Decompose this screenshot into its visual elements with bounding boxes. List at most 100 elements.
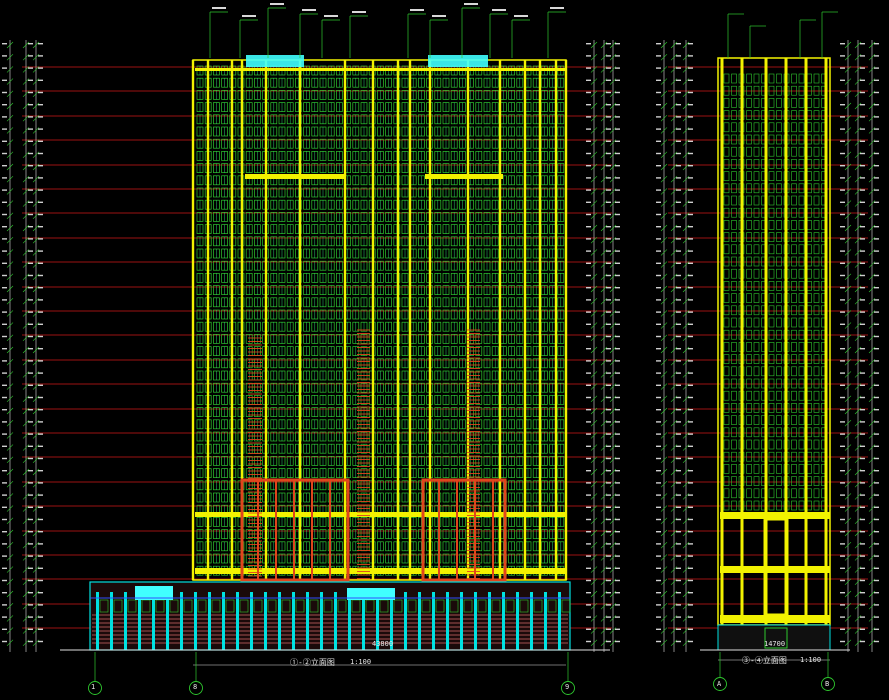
dimension-text-mark: [586, 287, 591, 289]
dimension-text-mark: [860, 311, 865, 313]
dimension-tick: [6, 444, 14, 451]
dimension-tick: [590, 297, 598, 305]
dimension-text-mark: [615, 299, 620, 301]
dimension-text-mark: [2, 55, 7, 57]
dimension-text-mark: [615, 323, 620, 325]
dimension-text-mark: [606, 470, 611, 472]
dimension-text-mark: [586, 323, 591, 325]
dimension-text-mark: [840, 299, 845, 301]
dimension-tick: [660, 127, 668, 134]
dimension-text-mark: [38, 165, 43, 167]
dimension-text-mark: [586, 201, 591, 203]
dimension-tick: [590, 358, 598, 366]
dimension-text-mark: [860, 409, 865, 411]
dimension-tick: [660, 90, 668, 98]
dimension-text-mark: [586, 335, 591, 338]
dimension-text-mark: [860, 104, 865, 106]
dimension-text-mark: [615, 79, 620, 81]
dimension-tick: [660, 407, 668, 415]
dimension-text-mark: [28, 470, 33, 472]
dimension-text-mark: [28, 433, 33, 435]
dimension-text-mark: [676, 189, 681, 191]
dimension-text-mark: [606, 311, 611, 313]
dimension-text-mark: [676, 482, 681, 484]
dimension-text-mark: [860, 43, 865, 45]
dimension-text-mark: [38, 226, 43, 228]
dimension-tick: [590, 273, 598, 281]
dimension-text-mark: [874, 116, 879, 118]
dimension-text-mark: [840, 372, 845, 374]
dimension-text-mark: [586, 409, 591, 411]
dimension-tick: [660, 249, 668, 256]
dimension-text-mark: [656, 579, 661, 582]
dimension-text-mark: [860, 604, 865, 606]
dimension-text-mark: [688, 518, 693, 521]
dimension-text-mark: [2, 311, 7, 313]
dimension-text-mark: [656, 140, 661, 142]
dimension-text-mark: [615, 262, 620, 264]
dimension-text-mark: [688, 274, 693, 277]
dimension-tick: [590, 212, 598, 220]
dimension-text-mark: [2, 91, 7, 94]
dimension-text-mark: [840, 152, 845, 155]
dimension-text-mark: [874, 482, 879, 484]
dimension-text-mark: [840, 226, 845, 228]
dimension-tick: [844, 578, 852, 586]
dimension-text-mark: [615, 494, 620, 496]
dimension-text-mark: [38, 335, 43, 338]
dimension-text-mark: [2, 262, 7, 264]
dimension-text-mark: [28, 274, 33, 277]
dimension-text-mark: [38, 506, 43, 508]
dimension-text-mark: [606, 201, 611, 203]
dimension-text-mark: [586, 567, 591, 569]
dimension-tick: [590, 66, 598, 73]
dimension-text-mark: [840, 274, 845, 277]
dimension-tick: [660, 468, 668, 476]
dimension-text-mark: [676, 396, 681, 399]
dimension-tick: [660, 334, 668, 342]
dimension-tick: [6, 358, 14, 366]
dimension-text-mark: [860, 445, 865, 447]
dimension-text-mark: [840, 592, 845, 594]
dimension-text-mark: [586, 531, 591, 533]
dimension-text-mark: [840, 250, 845, 252]
dimension-text-mark: [688, 250, 693, 252]
dimension-tick: [590, 90, 598, 98]
dimension-text-mark: [28, 640, 33, 643]
dimension-text-mark: [874, 177, 879, 179]
dimension-text-mark: [606, 604, 611, 606]
dimension-text-mark: [874, 287, 879, 289]
dimension-text-mark: [606, 238, 611, 240]
dimension-tick: [660, 285, 668, 293]
dimension-tick: [844, 102, 852, 110]
dimension-text-mark: [688, 262, 693, 264]
dimension-text-mark: [840, 79, 845, 81]
dimension-text-mark: [860, 274, 865, 277]
dimension-tick: [844, 529, 852, 537]
dimension-tick: [590, 480, 598, 488]
dimension-text-mark: [606, 152, 611, 155]
dimension-text-mark: [615, 55, 620, 57]
dimension-text-mark: [688, 140, 693, 142]
dimension-text-mark: [874, 494, 879, 496]
dimension-text-mark: [860, 494, 865, 496]
dimension-tick: [6, 188, 14, 195]
dimension-tick: [660, 66, 668, 73]
dimension-text-mark: [874, 213, 879, 216]
dimension-text-mark: [860, 201, 865, 203]
dimension-text-mark: [28, 348, 33, 350]
dimension-text-mark: [688, 494, 693, 496]
dimension-tick: [844, 395, 852, 403]
dimension-text-mark: [38, 457, 43, 460]
dimension-text-mark: [615, 238, 620, 240]
dimension-text-mark: [688, 506, 693, 508]
dimension-text-mark: [840, 348, 845, 350]
dimension-text-mark: [28, 494, 33, 496]
dimension-text-mark: [615, 311, 620, 313]
dimension-text-mark: [615, 213, 620, 216]
dimension-text-mark: [28, 165, 33, 167]
dimension-tick: [590, 224, 598, 232]
dimension-text-mark: [38, 79, 43, 81]
dimension-text-mark: [2, 152, 7, 155]
dimension-text-mark: [38, 640, 43, 643]
